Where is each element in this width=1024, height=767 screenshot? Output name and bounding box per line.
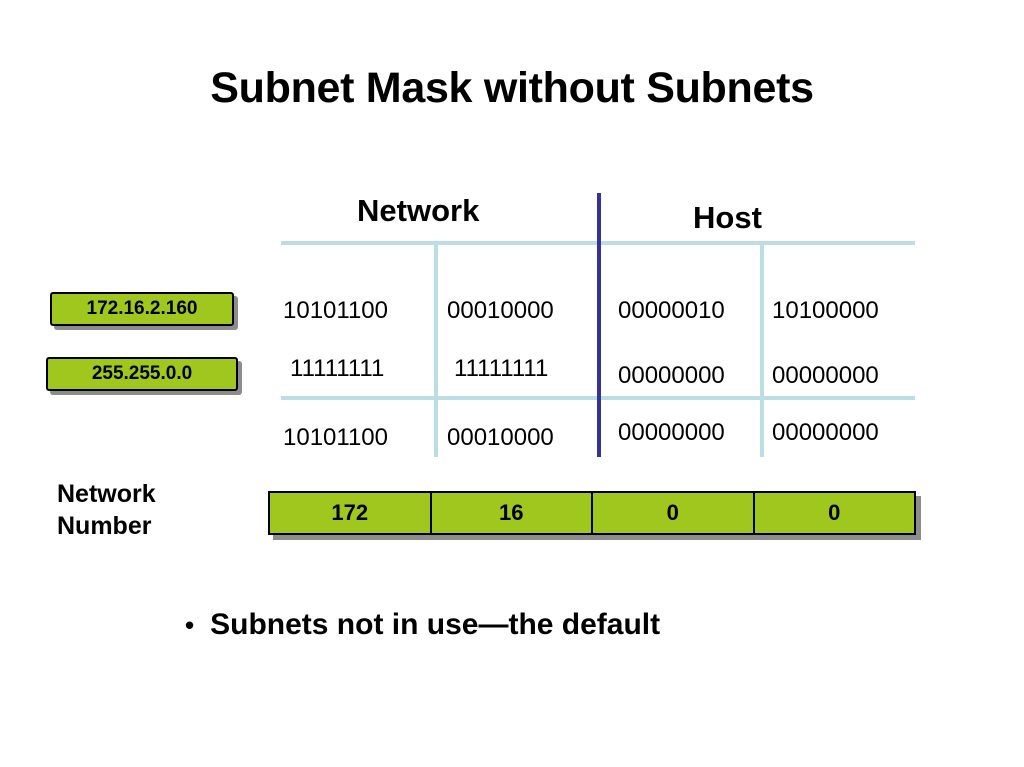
binary-cell: 00010000 [447,424,554,451]
decimal-octet: 16 [432,493,593,533]
binary-cell: 10100000 [772,297,879,324]
network-host-divider [597,193,601,457]
binary-cell: 00000010 [618,297,725,324]
decimal-octet: 0 [593,493,755,533]
binary-cell: 11111111 [290,355,385,382]
binary-cell: 00000000 [618,419,725,446]
network-number-label-line1: Network [57,480,156,508]
subnet-mask-tag: 255.255.0.0 [46,357,238,391]
page-title: Subnet Mask without Subnets [210,64,814,112]
binary-cell: 11111111 [454,355,549,382]
decimal-octet: 172 [270,493,432,533]
bullet-marker-icon: • [185,610,195,640]
network-number-bar: 172 16 0 0 [268,491,916,535]
binary-cell: 00000000 [618,362,725,389]
binary-cell: 00000000 [772,419,879,446]
column-header-host: Host [693,200,762,235]
table-divider-octet1-octet2 [434,245,438,457]
binary-cell: 00000000 [772,362,879,389]
ip-address-tag: 172.16.2.160 [50,292,234,326]
decimal-octet: 0 [828,500,841,525]
column-header-network: Network [357,193,480,228]
binary-cell: 00010000 [447,297,554,324]
network-number-label: Network Number [57,478,156,542]
bullet-item: • Subnets not in use—the default [185,608,660,642]
network-number-label-line2: Number [57,512,152,540]
binary-cell: 10101100 [283,297,388,324]
table-divider-octet3-octet4 [760,245,764,457]
bullet-text: Subnets not in use—the default [210,608,661,641]
binary-cell: 10101100 [283,424,388,451]
